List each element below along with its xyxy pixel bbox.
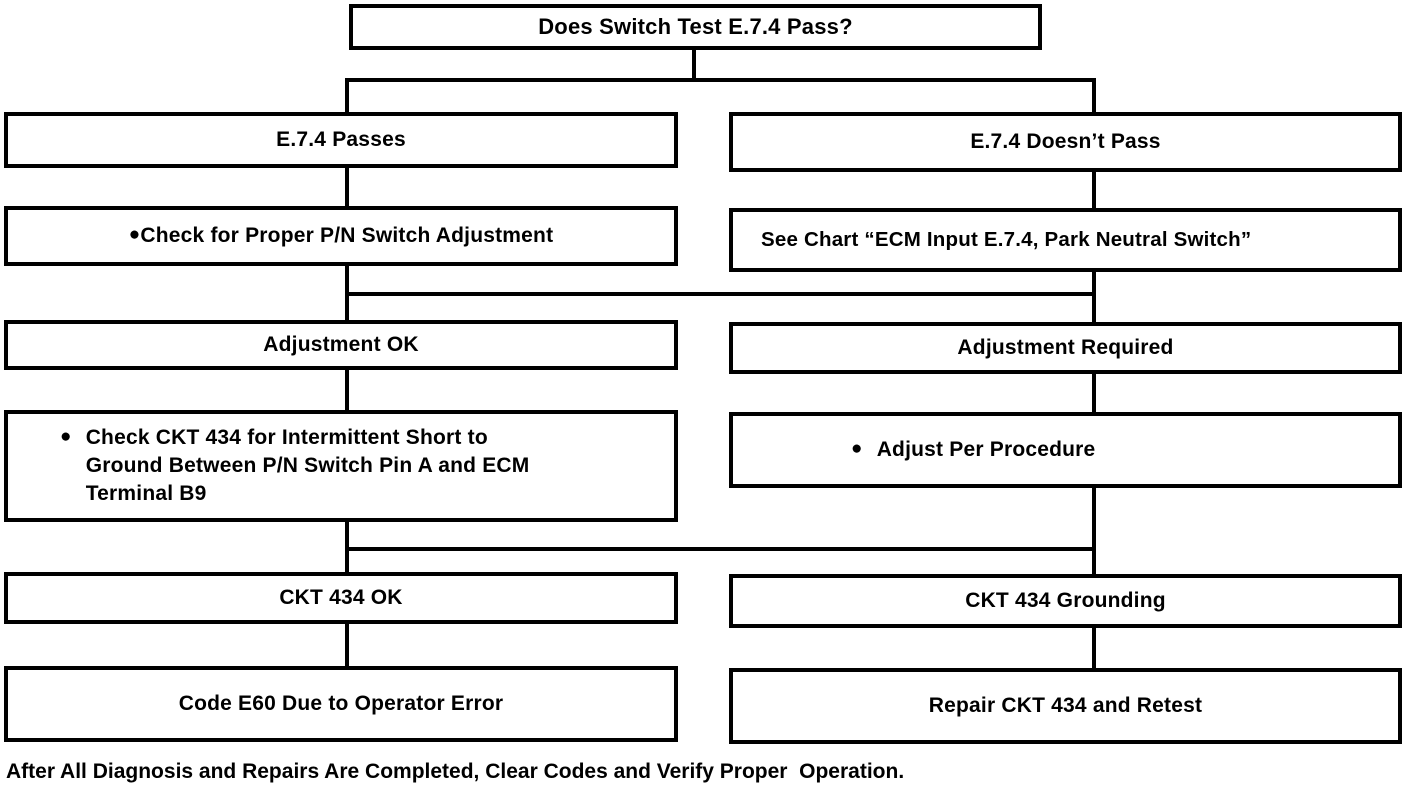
box-adjustment-required-text: Adjustment Required <box>957 335 1174 359</box>
box-adjust-per-procedure-text: Adjust Per Procedure <box>876 437 1096 461</box>
connector-branch-right-3 <box>1092 547 1096 575</box>
box-code-e60-operator-error[interactable]: Code E60 Due to Operator Error <box>4 666 678 742</box>
connector-branch-left-3 <box>345 547 349 575</box>
connector-right-r3-bar2 <box>1092 272 1096 296</box>
box-branch-right-text: E.7.4 Doesn’t Pass <box>970 129 1161 153</box>
box-see-chart-ecm-input[interactable]: See Chart “ECM Input E.7.4, Park Neutral… <box>729 208 1402 272</box>
box-ckt-434-grounding-text: CKT 434 Grounding <box>965 588 1166 612</box>
box-check-pn-switch-adjustment-text: Check for Proper P/N Switch Adjustment <box>140 223 554 247</box>
box-branch-right-doesnt-pass[interactable]: E.7.4 Doesn’t Pass <box>729 112 1402 172</box>
box-adjust-per-procedure[interactable]: ● Adjust Per Procedure <box>729 412 1402 488</box>
connector-branch-left-2 <box>345 292 349 322</box>
box-title-text: Does Switch Test E.7.4 Pass? <box>538 14 853 40</box>
box-check-ckt-434-short[interactable]: ● Check CKT 434 for Intermittent Short t… <box>4 410 678 522</box>
box-repair-ckt-434-retest-text: Repair CKT 434 and Retest <box>928 693 1203 717</box>
box-ckt-434-grounding[interactable]: CKT 434 Grounding <box>729 574 1402 628</box>
box-adjustment-ok[interactable]: Adjustment OK <box>4 320 678 370</box>
box-title-switch-test[interactable]: Does Switch Test E.7.4 Pass? <box>349 4 1042 50</box>
bullet-icon: ● <box>60 425 72 447</box>
bullet-icon: ● <box>128 223 141 245</box>
box-repair-ckt-434-retest[interactable]: Repair CKT 434 and Retest <box>729 668 1402 744</box>
connector-left-r6-r7 <box>345 624 349 668</box>
box-code-e60-operator-error-text: Code E60 Due to Operator Error <box>178 691 504 715</box>
box-adjustment-required[interactable]: Adjustment Required <box>729 322 1402 374</box>
connector-branch-bar-2 <box>345 292 1096 296</box>
connector-right-r5-bar3 <box>1092 488 1096 550</box>
box-adjustment-ok-text: Adjustment OK <box>263 332 419 356</box>
connector-left-r3-bar2 <box>345 266 349 296</box>
bullet-line: ● Check CKT 434 for Intermittent Short t… <box>60 424 529 508</box>
box-ckt-434-ok-text: CKT 434 OK <box>279 585 403 609</box>
connector-branch-left-1 <box>345 78 349 114</box>
connector-right-r2-r3 <box>1092 170 1096 208</box>
box-check-ckt-434-short-text: Check CKT 434 for Intermittent Short to … <box>85 425 530 506</box>
footer-note: After All Diagnosis and Repairs Are Comp… <box>6 760 905 783</box>
box-see-chart-ecm-input-text: See Chart “ECM Input E.7.4, Park Neutral… <box>761 228 1252 252</box>
connector-right-r6-r7 <box>1092 628 1096 668</box>
connector-title-stem <box>692 48 696 82</box>
connector-branch-bar-3 <box>345 547 1096 551</box>
connector-left-r2-r3 <box>345 166 349 208</box>
box-branch-left-text: E.7.4 Passes <box>276 127 406 151</box>
bullet-line: ● Check for Proper P/N Switch Adjustment <box>129 222 554 250</box>
box-check-pn-switch-adjustment[interactable]: ● Check for Proper P/N Switch Adjustment <box>4 206 678 266</box>
bullet-icon: ● <box>851 437 863 459</box>
connector-branch-bar-1 <box>345 78 1096 82</box>
box-branch-left-passes[interactable]: E.7.4 Passes <box>4 112 678 168</box>
bullet-line: ● Adjust Per Procedure <box>851 436 1095 464</box>
connector-right-r4-r5 <box>1092 374 1096 412</box>
box-ckt-434-ok[interactable]: CKT 434 OK <box>4 572 678 624</box>
connector-left-r5-bar3 <box>345 522 349 550</box>
connector-left-r4-r5 <box>345 370 349 412</box>
connector-branch-right-2 <box>1092 292 1096 322</box>
connector-branch-right-1 <box>1092 78 1096 114</box>
